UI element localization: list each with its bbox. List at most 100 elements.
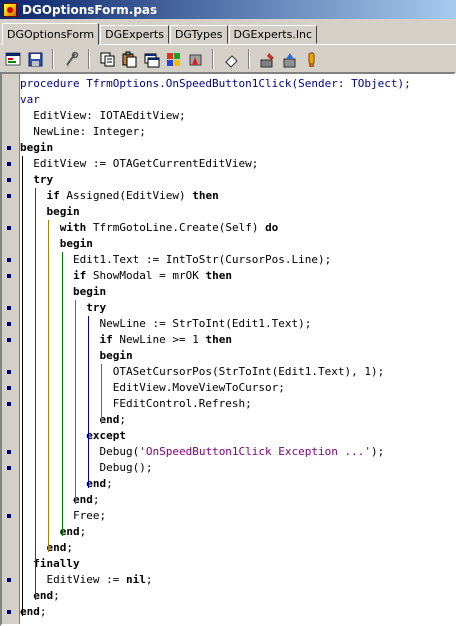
breakpoint-dot-icon[interactable]	[7, 466, 11, 470]
code-token	[20, 237, 60, 250]
clean-icon[interactable]	[278, 48, 300, 70]
code-line[interactable]: Free;	[7, 508, 454, 524]
code-line[interactable]: if NewLine >= 1 then	[7, 332, 454, 348]
code-token: OTASetCursorPos(StrToInt(Edit1.Text), 1)…	[20, 365, 385, 378]
code-line[interactable]: EditView := nil;	[7, 572, 454, 588]
eraser-icon[interactable]	[220, 48, 242, 70]
code-token: ;	[53, 589, 60, 602]
code-line[interactable]: EditView: IOTAEditView;	[20, 108, 454, 124]
breakpoint-dot-icon[interactable]	[7, 610, 11, 614]
block-guide-line	[101, 364, 103, 424]
window-titlebar: DGOptionsForm.pas	[0, 0, 456, 19]
code-token: nil	[125, 573, 146, 586]
code-token	[20, 429, 86, 442]
breakpoint-dot-icon[interactable]	[7, 322, 11, 326]
code-token: Debug(	[20, 445, 140, 458]
code-line[interactable]: NewLine := StrToInt(Edit1.Text);	[7, 316, 454, 332]
breakpoint-dot-icon[interactable]	[7, 162, 11, 166]
code-line[interactable]: end;	[20, 588, 454, 604]
tab-label: DGOptionsForm	[7, 27, 95, 41]
tab-dgexperts-inc[interactable]: DGExperts.Inc	[228, 25, 318, 44]
breakpoint-dot-icon[interactable]	[7, 226, 11, 230]
code-token: with	[59, 221, 87, 234]
code-token: then	[205, 269, 232, 282]
code-line[interactable]: end;	[20, 476, 454, 492]
editor-gutter[interactable]	[2, 74, 20, 624]
code-line[interactable]: var	[20, 92, 454, 108]
block-guide-line	[61, 252, 63, 536]
breakpoint-dot-icon[interactable]	[7, 386, 11, 390]
code-token: end	[99, 413, 120, 426]
code-line[interactable]: if ShowModal = mrOK then	[7, 268, 454, 284]
windows-icon[interactable]	[162, 48, 184, 70]
save-icon[interactable]	[24, 48, 46, 70]
code-line[interactable]: if Assigned(EditView) then	[7, 188, 454, 204]
code-token: ;	[66, 541, 73, 554]
code-line[interactable]: with TfrmGotoLine.Create(Self) do	[7, 220, 454, 236]
code-line[interactable]: finally	[20, 556, 454, 572]
code-line[interactable]: try	[7, 172, 454, 188]
code-line[interactable]: Debug('OnSpeedButton1Click Exception ...…	[7, 444, 454, 460]
code-line[interactable]: try	[7, 300, 454, 316]
form-icon[interactable]	[140, 48, 162, 70]
breakpoint-dot-icon[interactable]	[7, 178, 11, 182]
code-line[interactable]: EditView := OTAGetCurrentEditView;	[7, 156, 454, 172]
code-line[interactable]: NewLine: Integer;	[20, 124, 454, 140]
code-token: NewLine >= 1	[112, 333, 206, 346]
breakpoint-dot-icon[interactable]	[7, 578, 11, 582]
breakpoint-dot-icon[interactable]	[7, 450, 11, 454]
code-token: Edit1.Text := IntToStr(CursorPos.Line);	[20, 253, 332, 266]
code-token: end	[20, 605, 40, 618]
code-line[interactable]: Debug();	[7, 460, 454, 476]
brush-icon[interactable]	[256, 48, 278, 70]
breakpoint-dot-icon[interactable]	[7, 258, 11, 262]
code-editor[interactable]: procedure TfrmOptions.OnSpeedButton1Clic…	[0, 72, 456, 626]
code-token: EditView.MoveViewToCursor;	[20, 381, 285, 394]
code-line[interactable]: begin	[20, 284, 454, 300]
code-line[interactable]: begin	[20, 204, 454, 220]
tab-dgoptionsform[interactable]: DGOptionsForm	[2, 23, 100, 45]
breakpoint-dot-icon[interactable]	[7, 402, 11, 406]
code-line[interactable]: procedure TfrmOptions.OnSpeedButton1Clic…	[20, 76, 454, 92]
breakpoint-dot-icon[interactable]	[7, 338, 11, 342]
code-line[interactable]: begin	[7, 140, 454, 156]
compile-icon[interactable]	[60, 48, 82, 70]
info-icon[interactable]	[300, 48, 322, 70]
code-line[interactable]: end;	[20, 412, 454, 428]
code-line[interactable]: end;	[20, 524, 454, 540]
breakpoint-dot-icon[interactable]	[7, 514, 11, 518]
breakpoint-dot-icon[interactable]	[7, 370, 11, 374]
code-token: do	[265, 221, 279, 234]
toolbar-separator	[52, 49, 54, 69]
code-line[interactable]: EditView.MoveViewToCursor;	[7, 380, 454, 396]
code-token: begin	[72, 285, 107, 298]
tab-dgexperts[interactable]: DGExperts	[100, 25, 169, 44]
debug-icon[interactable]	[184, 48, 206, 70]
code-line[interactable]: except	[20, 428, 454, 444]
tab-dgtypes[interactable]: DGTypes	[169, 25, 228, 44]
code-token: try	[86, 301, 107, 314]
block-guide-line	[35, 188, 37, 600]
code-line[interactable]: end;	[20, 492, 454, 508]
code-token: ;	[106, 477, 113, 490]
code-line[interactable]: begin	[20, 348, 454, 364]
breakpoint-dot-icon[interactable]	[7, 306, 11, 310]
breakpoint-dot-icon[interactable]	[7, 146, 11, 150]
copy-icon[interactable]	[96, 48, 118, 70]
code-line[interactable]: OTASetCursorPos(StrToInt(Edit1.Text), 1)…	[7, 364, 454, 380]
code-line[interactable]: Edit1.Text := IntToStr(CursorPos.Line);	[7, 252, 454, 268]
paste-icon[interactable]	[118, 48, 140, 70]
breakpoint-dot-icon[interactable]	[7, 194, 11, 198]
code-line[interactable]: end;	[20, 540, 454, 556]
code-token: ;	[39, 605, 47, 618]
code-token	[20, 221, 60, 234]
options-icon[interactable]	[2, 48, 24, 70]
breakpoint-dot-icon[interactable]	[7, 274, 11, 278]
code-line[interactable]: begin	[20, 236, 454, 252]
code-token: except	[86, 429, 126, 442]
code-line[interactable]: end;	[7, 604, 454, 620]
code-line[interactable]: FEditControl.Refresh;	[7, 396, 454, 412]
code-token: end	[72, 493, 93, 506]
code-token: EditView: IOTAEditView;	[20, 109, 186, 122]
code-area[interactable]: procedure TfrmOptions.OnSpeedButton1Clic…	[7, 76, 454, 624]
